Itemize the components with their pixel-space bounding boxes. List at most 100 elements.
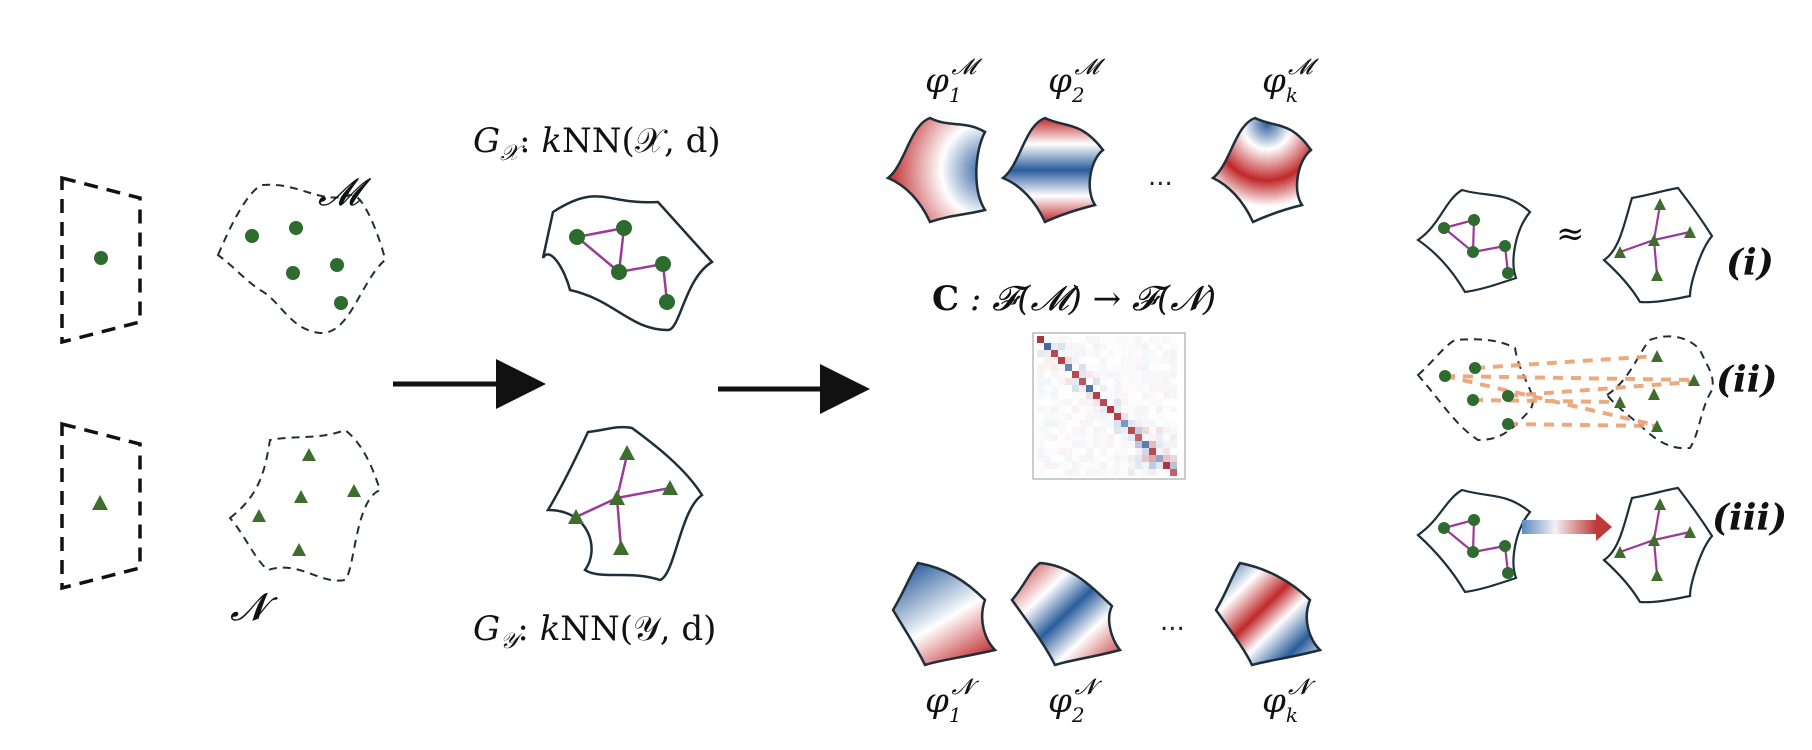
matrix-cell	[1072, 462, 1079, 469]
matrix-cell	[1107, 378, 1114, 385]
matrix-cell	[1100, 343, 1107, 350]
matrix-cell	[1044, 357, 1051, 364]
circle-point-icon	[94, 251, 108, 265]
matrix-cell	[1058, 455, 1065, 462]
matrix-cell	[1114, 420, 1121, 427]
matrix-cell	[1142, 392, 1149, 399]
matrix-cell	[1142, 378, 1149, 385]
matrix-cell	[1100, 371, 1107, 378]
basis-labels-top: φ1𝓜 φ2𝓜 φk𝓜	[925, 55, 1319, 107]
matrix-cell	[1149, 413, 1156, 420]
matrix-cell	[1156, 399, 1163, 406]
matrix-cell	[1051, 434, 1058, 441]
matrix-cell	[1149, 427, 1156, 434]
matrix-cell	[1065, 392, 1072, 399]
matrix-cell	[1079, 364, 1086, 371]
matrix-cell	[1121, 350, 1128, 357]
matrix-cell	[1149, 392, 1156, 399]
matrix-cell	[1149, 420, 1156, 427]
matrix-cell	[1135, 406, 1142, 413]
matrix-cell	[1100, 448, 1107, 455]
matrix-cell	[1058, 371, 1065, 378]
matrix-cell	[1051, 385, 1058, 392]
matrix-cell	[1156, 434, 1163, 441]
matrix-cell	[1079, 462, 1086, 469]
matrix-cell	[1072, 336, 1079, 343]
matrix-cell	[1170, 455, 1177, 462]
matrix-cell	[1142, 399, 1149, 406]
matrix-cell	[1163, 420, 1170, 427]
matrix-cell	[1051, 357, 1058, 364]
matrix-cell	[1107, 357, 1114, 364]
triangle-point-icon	[92, 495, 108, 510]
matrix-cell	[1093, 385, 1100, 392]
matrix-cell	[1156, 378, 1163, 385]
matrix-cell	[1100, 385, 1107, 392]
matrix-cell	[1065, 336, 1072, 343]
matrix-cell	[1128, 336, 1135, 343]
matrix-cell	[1086, 392, 1093, 399]
matrix-cell	[1037, 469, 1044, 476]
matrix-cell	[1149, 350, 1156, 357]
matrix-cell	[1142, 434, 1149, 441]
ellipsis-top: ...	[1148, 162, 1173, 192]
matrix-cell	[1100, 378, 1107, 385]
matrix-cell	[1107, 462, 1114, 469]
functional-map-matrix	[1032, 332, 1186, 480]
matrix-cell	[1037, 448, 1044, 455]
matrix-cell	[1135, 378, 1142, 385]
matrix-cell	[1156, 420, 1163, 427]
matrix-cell	[1086, 378, 1093, 385]
matrix-cell	[1086, 434, 1093, 441]
basis-functions-top	[885, 116, 1313, 224]
matrix-cell	[1107, 364, 1114, 371]
matrix-cell	[1107, 399, 1114, 406]
matrix-cell	[1142, 343, 1149, 350]
matrix-cell	[1065, 350, 1072, 357]
matrix-cell	[1044, 413, 1051, 420]
matrix-cell	[1086, 343, 1093, 350]
matrix-cell	[1093, 455, 1100, 462]
matrix-cell	[1044, 406, 1051, 413]
matrix-cell	[1086, 399, 1093, 406]
matrix-cell	[1037, 406, 1044, 413]
matrix-cell	[1107, 441, 1114, 448]
matrix-cell	[1128, 469, 1135, 476]
matrix-cell	[1156, 343, 1163, 350]
matrix-cell	[1163, 434, 1170, 441]
matrix-cell	[1128, 455, 1135, 462]
matrix-cell	[1058, 413, 1065, 420]
matrix-cell	[1044, 462, 1051, 469]
matrix-cell	[1086, 413, 1093, 420]
matrix-cell	[1072, 392, 1079, 399]
matrix-cell	[1058, 350, 1065, 357]
matrix-cell	[1163, 350, 1170, 357]
matrix-cell	[1149, 399, 1156, 406]
matrix-cell	[1058, 357, 1065, 364]
matrix-cell	[1121, 434, 1128, 441]
matrix-cell	[1093, 378, 1100, 385]
matrix-cell	[1100, 399, 1107, 406]
matrix-cell	[1100, 434, 1107, 441]
option-label-ii: (ii)	[1716, 359, 1777, 401]
matrix-cell	[1170, 371, 1177, 378]
matrix-cell	[1072, 469, 1079, 476]
basis-label-n-k: φk𝓝	[1262, 675, 1316, 727]
matrix-cell	[1058, 399, 1065, 406]
matrix-cell	[1149, 357, 1156, 364]
matrix-cell	[1170, 413, 1177, 420]
matrix-cell	[1051, 469, 1058, 476]
matrix-cell	[1072, 371, 1079, 378]
matrix-cell	[1121, 441, 1128, 448]
matrix-cell	[1114, 392, 1121, 399]
matrix-cell	[1114, 455, 1121, 462]
matrix-cell	[1114, 462, 1121, 469]
matrix-cell	[1163, 462, 1170, 469]
basis-label-n-2: φ2𝓝	[1048, 675, 1103, 727]
matrix-cell	[1051, 455, 1058, 462]
matrix-cell	[1051, 441, 1058, 448]
matrix-cell	[1121, 371, 1128, 378]
matrix-cell	[1058, 336, 1065, 343]
matrix-cell	[1051, 448, 1058, 455]
matrix-cell	[1093, 350, 1100, 357]
